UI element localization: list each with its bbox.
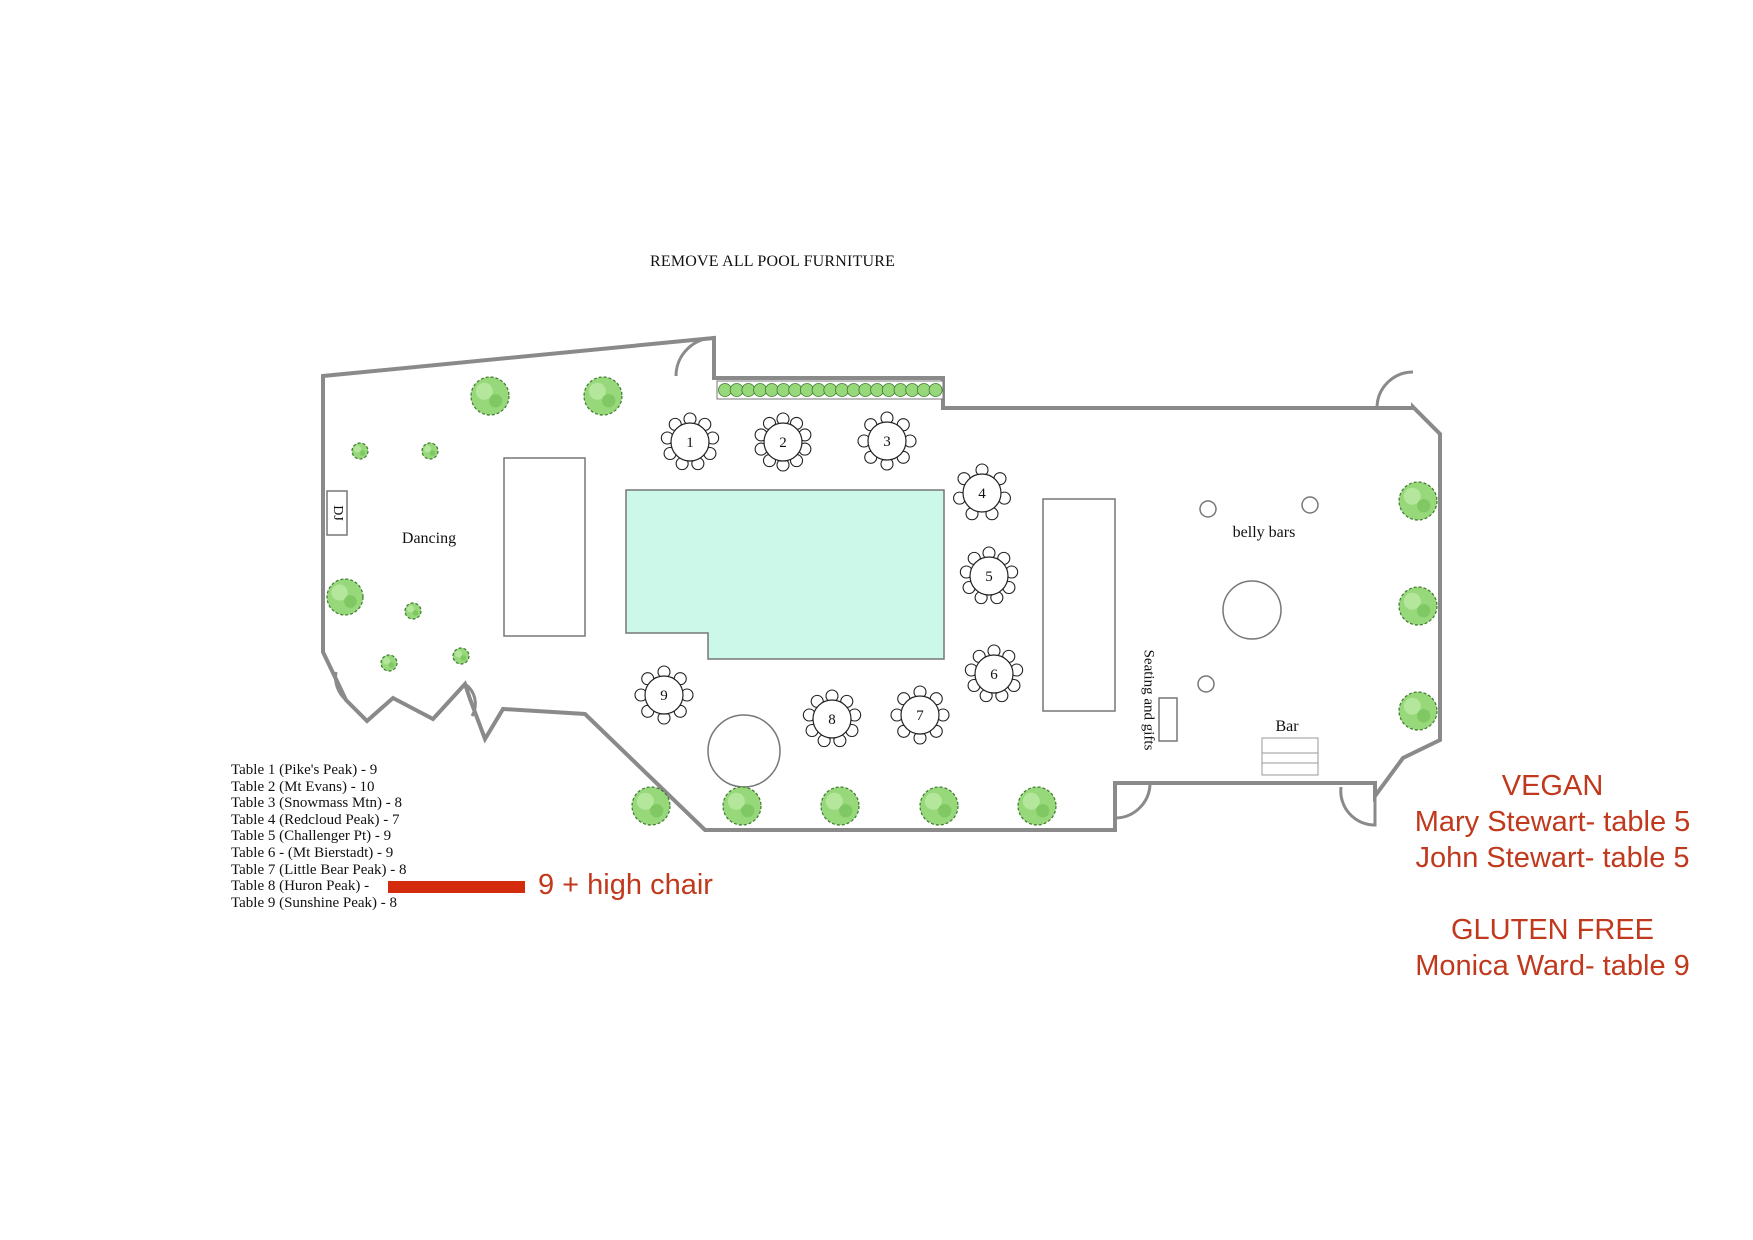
legend-item: Table 1 (Pike's Peak) - 9 [231, 762, 378, 778]
tree-icon [1398, 691, 1438, 731]
tree-icon [421, 442, 439, 460]
gift-table [1158, 697, 1178, 742]
tree-icon [583, 376, 623, 416]
door-arc-right-bottom [1339, 786, 1377, 827]
tree-icon [820, 786, 860, 826]
tree-icon [380, 654, 398, 672]
gluten-free-guest: Monica Ward- table 9 [1415, 950, 1690, 982]
shrub-icon [753, 383, 767, 397]
vegan-guest: Mary Stewart- table 5 [1414, 806, 1691, 838]
table-number: 4 [978, 486, 986, 502]
round-tables: 1 2 3 4 5 6 7 8 9 [634, 411, 1024, 748]
shrub-icon [729, 383, 744, 397]
table-number: 6 [990, 667, 998, 683]
tree-icon [1017, 786, 1057, 826]
trees [326, 376, 1438, 826]
table-legend: Table 1 (Pike's Peak) - 9 Table 2 (Mt Ev… [231, 762, 407, 911]
round-table: 5 [959, 546, 1019, 605]
legend-item: Table 7 (Little Bear Peak) - 8 [231, 861, 407, 878]
shrub-icon [800, 383, 814, 397]
tree-icon [351, 442, 369, 460]
shrub-icon [835, 383, 849, 397]
tree-icon [326, 578, 364, 616]
round-table: 1 [660, 412, 720, 471]
tree-icon [470, 376, 510, 416]
round-table: 6 [964, 644, 1024, 703]
tree-icon [631, 786, 671, 826]
belly-bar-1 [1199, 500, 1217, 518]
tree-icon [404, 602, 422, 620]
shrub-icon [811, 383, 826, 397]
round-table: 2 [754, 412, 812, 472]
bar-counter [1261, 737, 1319, 776]
long-table-left [503, 457, 586, 637]
table-number: 1 [686, 435, 694, 451]
round-table: 7 [890, 685, 950, 745]
venue-outline [321, 335, 1442, 832]
tree-icon [1398, 586, 1438, 626]
door-arc-left-bottom [334, 671, 348, 702]
table-number: 2 [779, 435, 787, 451]
shrub-icon [718, 383, 732, 397]
shrub-icon [823, 383, 838, 397]
table-number: 5 [985, 569, 993, 585]
round-feature-bottom [707, 714, 781, 788]
legend-item: Table 4 (Redcloud Peak) - 7 [231, 811, 400, 828]
table-number: 7 [916, 708, 924, 724]
table-number: 9 [660, 688, 668, 704]
belly-bars-label: belly bars [1233, 524, 1296, 541]
door-arc-top [674, 336, 715, 377]
shrub-icon [846, 383, 861, 397]
dietary-notes: VEGAN Mary Stewart- table 5 John Stewart… [1380, 768, 1725, 984]
tree-icon [452, 647, 470, 665]
shrub-icon [881, 383, 896, 397]
highlight-bar [388, 881, 525, 893]
shrub-icon [893, 383, 908, 397]
round-table: 8 [802, 689, 862, 748]
round-table: 3 [857, 411, 917, 471]
bar-label: Bar [1275, 718, 1299, 735]
shrub-icon [741, 383, 756, 397]
hedge-shrubs [718, 383, 943, 397]
shrub-icon [905, 383, 920, 397]
dj-label: DJ [330, 505, 345, 521]
pool [625, 489, 945, 660]
vegan-guest: John Stewart- table 5 [1415, 842, 1690, 874]
seating-gifts-label: Seating and gifts [1141, 650, 1157, 751]
legend-item: Table 6 - (Mt Bierstadt) - 9 [231, 844, 394, 861]
shrub-icon [764, 383, 779, 397]
door-arc-right-top [1375, 370, 1414, 409]
dancing-label: Dancing [402, 530, 456, 547]
belly-bar-2 [1301, 496, 1319, 514]
tree-icon [722, 786, 762, 826]
shrub-icon [858, 383, 873, 397]
table-number: 8 [828, 712, 836, 728]
legend-item: Table 2 (Mt Evans) - 10 [231, 778, 375, 795]
tree-icon [1398, 481, 1438, 521]
belly-bar-3 [1197, 675, 1215, 693]
shrub-icon [788, 383, 803, 397]
round-table: 4 [953, 463, 1011, 521]
vegan-heading: VEGAN [1501, 770, 1604, 802]
round-feature-right [1222, 580, 1282, 640]
legend-item: Table 3 (Snowmass Mtn) - 8 [231, 795, 403, 812]
legend-item: Table 9 (Sunshine Peak) - 8 [231, 894, 397, 911]
shrub-icon [928, 383, 943, 397]
shrub-icon [776, 383, 791, 397]
dj-booth [326, 490, 348, 536]
shrub-icon [870, 383, 884, 397]
long-table-right [1042, 498, 1116, 712]
table8-note: 9 + high chair [538, 869, 713, 901]
tree-icon [919, 786, 959, 826]
legend-item: Table 8 (Huron Peak) - [231, 878, 370, 895]
round-table: 9 [634, 665, 694, 725]
gluten-free-heading: GLUTEN FREE [1450, 914, 1655, 946]
page-title: REMOVE ALL POOL FURNITURE [650, 253, 896, 270]
door-arc-bottom-right [1114, 781, 1152, 820]
shrub-icon [917, 383, 931, 397]
door-arc-left-mid [464, 682, 477, 717]
table-number: 3 [883, 434, 891, 450]
legend-item: Table 5 (Challenger Pt) - 9 [231, 828, 392, 845]
